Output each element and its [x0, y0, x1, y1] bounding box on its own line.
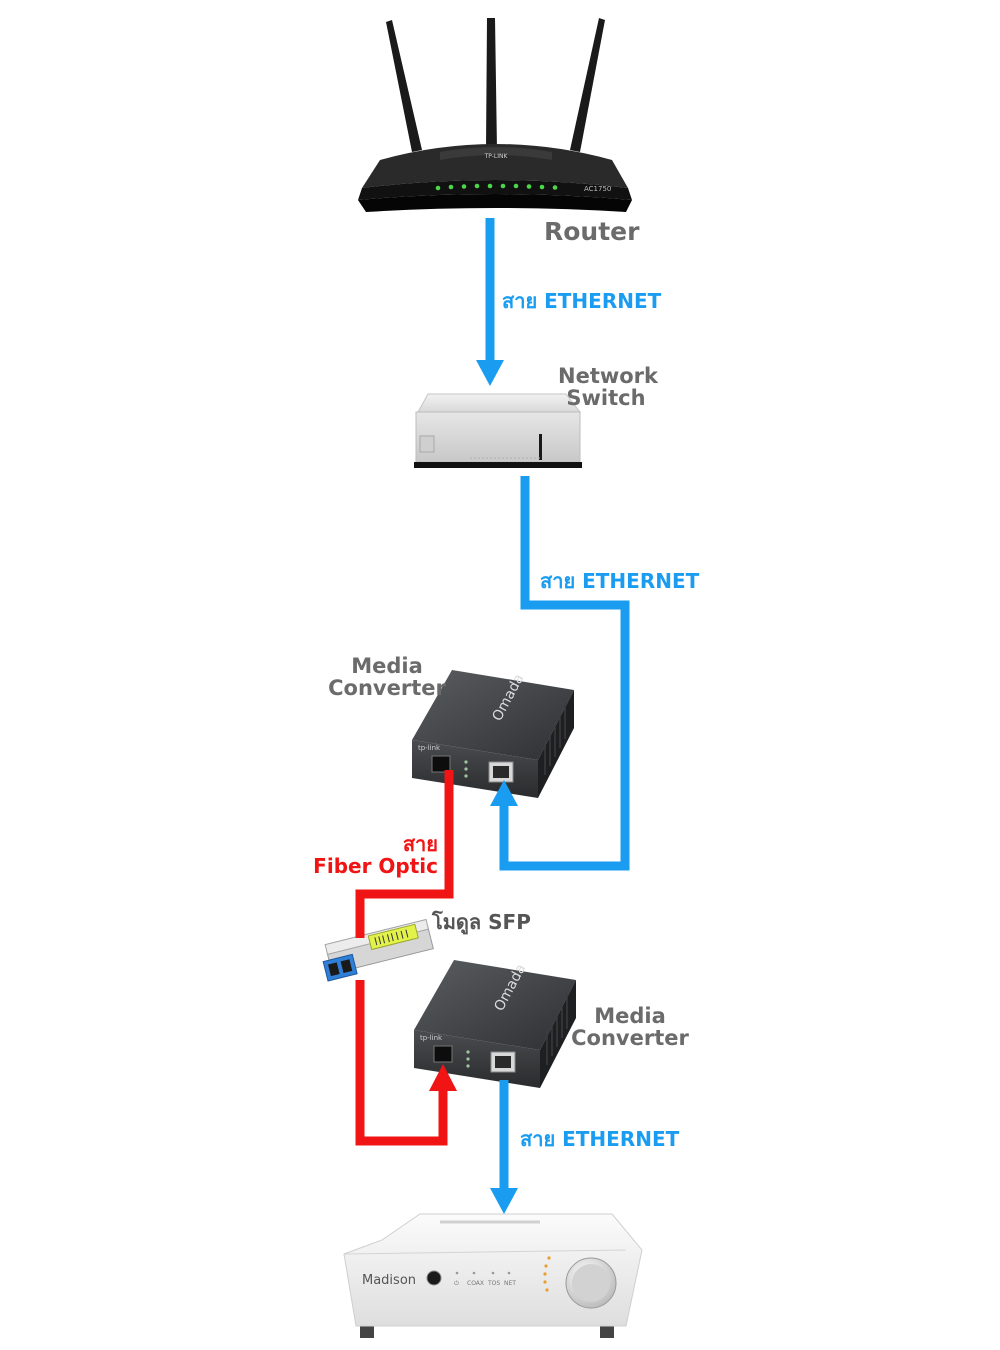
router-antenna-right — [570, 18, 605, 152]
router-model-label: AC1750 — [584, 185, 611, 193]
fiber-optic-label: สาย Fiber Optic — [300, 834, 438, 876]
svg-text:TOS: TOS — [487, 1280, 500, 1287]
amplifier-headphone-jack — [426, 1270, 442, 1286]
ethernet-cable-3 — [490, 1080, 518, 1214]
media-converter-top-label-line2: Converter — [328, 676, 446, 700]
media-converter-bottom-label: Media Converter — [570, 1006, 690, 1049]
ethernet-arrow-to-amplifier — [490, 1188, 518, 1214]
media-converter-top-device: Omada tp-link — [412, 670, 574, 798]
svg-text:COAX: COAX — [467, 1280, 484, 1287]
streamer-amplifier-device: Madison ⏻ COAX TOS NET — [343, 1213, 643, 1338]
media-converter-bottom-fiber-port — [433, 1045, 453, 1063]
svg-text:NET: NET — [504, 1280, 516, 1287]
network-switch-label-line1: Network — [558, 364, 659, 388]
router-status-leds — [435, 183, 558, 191]
ethernet-label-3: สาย ETHERNET — [520, 1127, 680, 1151]
router-antenna-middle — [486, 18, 497, 150]
router-antenna-left — [386, 20, 422, 152]
router-device: TP-LINK AC1750 — [358, 18, 632, 212]
media-converter-bottom-label-line1: Media — [594, 1004, 666, 1028]
ethernet-cable-1 — [476, 218, 504, 386]
network-switch-device — [414, 393, 582, 468]
ethernet-arrow-to-switch — [476, 360, 504, 386]
fiber-optic-cable — [355, 770, 457, 1146]
router-brand-logo: TP-LINK — [484, 153, 509, 160]
ethernet-arrow-to-converter-top — [490, 780, 518, 806]
media-converter-top-label: Media Converter — [328, 656, 446, 699]
sfp-module-device — [322, 918, 434, 982]
sfp-module-label: โมดูล SFP — [432, 910, 531, 934]
ethernet-label-1: สาย ETHERNET — [502, 289, 662, 313]
ethernet-cable-2 — [490, 476, 630, 871]
fiber-optic-label-line2: Fiber Optic — [313, 854, 438, 878]
network-switch-label: Network Switch — [558, 364, 659, 410]
network-switch-label-line2: Switch — [566, 386, 646, 410]
media-converter-bottom-label-line2: Converter — [571, 1026, 689, 1050]
media-converter-top-label-line1: Media — [351, 654, 423, 678]
media-converter-bottom-device: Omada tp-link — [414, 960, 576, 1088]
media-converter-top-vendor: tp-link — [418, 744, 441, 752]
media-converter-bottom-vendor: tp-link — [420, 1034, 443, 1042]
amplifier-brand-logo: Madison — [362, 1273, 416, 1288]
svg-text:⏻: ⏻ — [454, 1280, 459, 1287]
amplifier-indicator-labels: ⏻ COAX TOS NET — [454, 1280, 516, 1287]
ethernet-label-2: สาย ETHERNET — [540, 569, 700, 593]
fiber-arrow-to-converter-bottom — [429, 1064, 457, 1091]
media-converter-top-fiber-port — [431, 755, 451, 773]
router-label: Router — [544, 217, 640, 246]
fiber-optic-label-line1: สาย — [402, 832, 438, 856]
